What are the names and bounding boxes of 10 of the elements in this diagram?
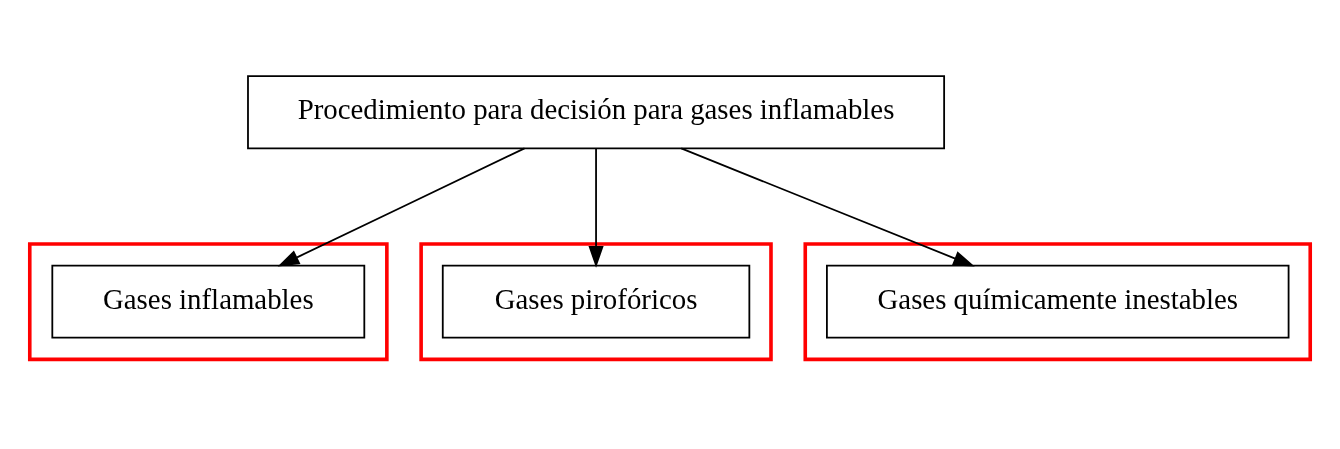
cluster (27, 241, 389, 361)
arrow (277, 146, 526, 267)
node-box: Gases pirofóricos (441, 264, 751, 339)
node-box: Gases químicamente inestables (826, 264, 1290, 339)
cluster (419, 241, 773, 361)
node-box: Procedimiento para decisión para gases inflamables (247, 74, 946, 149)
node-box: Gases inflamables (51, 264, 366, 339)
cluster (803, 241, 1313, 361)
arrow (680, 146, 975, 266)
arrow (588, 147, 604, 268)
